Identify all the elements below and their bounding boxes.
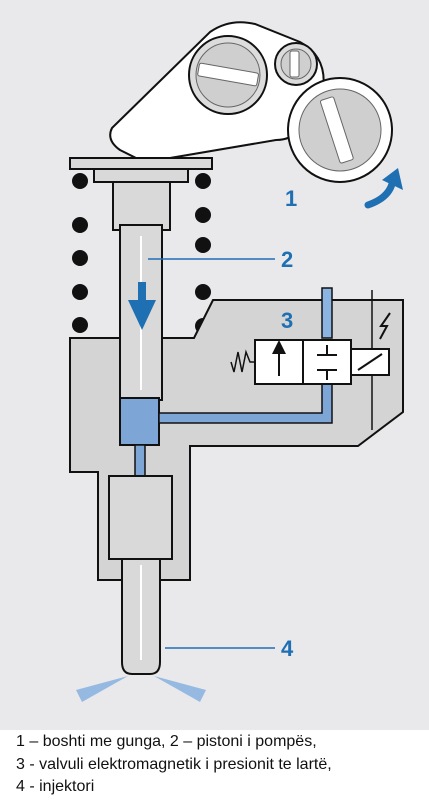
caption: 1 – boshti me gunga, 2 – pistoni i pompë… xyxy=(16,731,426,799)
spray-icon xyxy=(76,676,206,702)
fuel-supply-line xyxy=(321,287,333,339)
down-arrow-icon xyxy=(128,282,156,330)
callout-3: 3 xyxy=(281,308,293,333)
cam-lobe-icon xyxy=(274,42,318,86)
injector xyxy=(108,475,173,675)
cam-lobe-icon xyxy=(287,77,393,183)
callout-4: 4 xyxy=(281,636,294,661)
spring-coil-icon xyxy=(72,173,211,334)
caption-line-3: 4 - injektori xyxy=(16,778,95,795)
diagram-panel: 1 2 3 4 xyxy=(0,0,429,730)
needle-channel xyxy=(134,444,146,478)
tappet xyxy=(69,157,213,231)
caption-line-1: 1 – boshti me gunga, 2 – pistoni i pompë… xyxy=(16,733,317,750)
rotation-arrow-head xyxy=(382,168,403,190)
callout-2: 2 xyxy=(281,247,293,272)
callout-1: 1 xyxy=(285,186,297,211)
solenoid-icon xyxy=(350,348,390,376)
camshaft-assembly xyxy=(109,21,403,209)
lightning-icon xyxy=(379,312,391,340)
rotation-arrow-icon xyxy=(364,180,396,209)
unit-injector-diagram: 1 2 3 4 xyxy=(0,0,429,730)
pressure-chamber xyxy=(119,397,160,446)
solenoid-valve xyxy=(230,290,391,430)
valve-spring xyxy=(230,349,255,373)
caption-line-2: 3 - valvuli elektromagnetik i presionit … xyxy=(16,755,332,773)
cam-lobe-icon xyxy=(188,35,268,115)
